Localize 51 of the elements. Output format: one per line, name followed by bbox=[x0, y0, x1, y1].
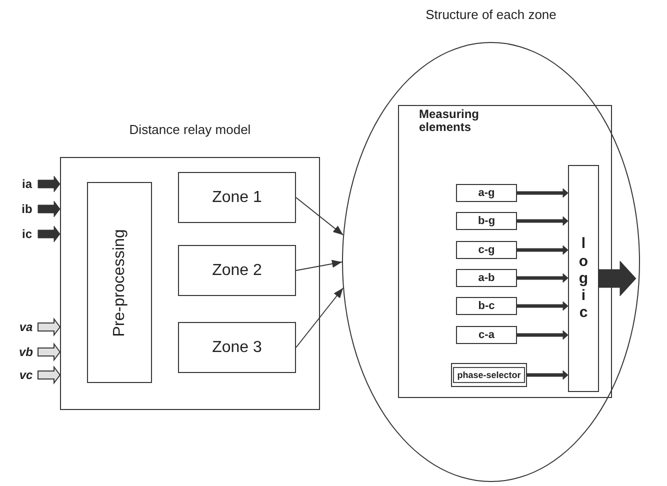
signal-label: vb bbox=[18, 345, 33, 359]
selector-label: phase-selector bbox=[453, 367, 525, 383]
block-arrow bbox=[598, 260, 636, 296]
block-label: Zone 1 bbox=[212, 188, 262, 206]
block-arrow bbox=[516, 245, 568, 255]
block-arrow bbox=[526, 370, 568, 380]
element-box bbox=[456, 297, 517, 315]
module-frame bbox=[398, 105, 612, 398]
arrow bbox=[296, 288, 344, 348]
element-label: a-b bbox=[478, 272, 495, 284]
block-arrow bbox=[516, 216, 568, 226]
block-arrow bbox=[38, 366, 61, 384]
process-box bbox=[87, 182, 152, 383]
element-label: c-a bbox=[478, 329, 494, 341]
block-label: Zone 2 bbox=[212, 262, 262, 280]
block-arrow bbox=[516, 330, 568, 340]
block-label: Zone 3 bbox=[212, 338, 262, 356]
block-label: Pre-processing bbox=[110, 228, 128, 336]
logic-label: l o g i c bbox=[578, 235, 590, 322]
element-box bbox=[456, 326, 517, 344]
element-label: b-g bbox=[478, 215, 496, 227]
block-arrow bbox=[516, 188, 568, 198]
signal-label: va bbox=[19, 320, 33, 334]
selector-box bbox=[451, 363, 527, 387]
process-box bbox=[178, 172, 296, 223]
logic-box bbox=[568, 165, 599, 392]
element-box bbox=[456, 269, 517, 287]
block-arrow bbox=[516, 273, 568, 283]
element-box bbox=[456, 212, 517, 230]
block-arrow bbox=[38, 342, 61, 362]
signal-label: ic bbox=[22, 227, 32, 241]
block-arrow bbox=[38, 318, 61, 336]
block-heading: Structure of each zone bbox=[424, 7, 558, 22]
process-box bbox=[178, 322, 296, 373]
block-heading: Distance relay model bbox=[128, 122, 252, 137]
block-arrow bbox=[516, 301, 568, 311]
process-box bbox=[178, 245, 296, 296]
element-label: c-g bbox=[478, 244, 495, 256]
signal-label: vc bbox=[19, 368, 33, 382]
element-box bbox=[456, 184, 517, 202]
module-heading: Measuring elements bbox=[419, 108, 480, 134]
block-arrow bbox=[38, 200, 60, 218]
element-box bbox=[456, 241, 517, 259]
block-arrow bbox=[38, 226, 60, 242]
element-label: a-g bbox=[478, 187, 495, 199]
arrow bbox=[296, 197, 344, 236]
signal-label: ia bbox=[22, 177, 32, 191]
block-arrow bbox=[38, 176, 60, 192]
element-label: b-c bbox=[478, 300, 495, 312]
signal-label: ib bbox=[22, 202, 32, 216]
arrow bbox=[296, 260, 342, 271]
